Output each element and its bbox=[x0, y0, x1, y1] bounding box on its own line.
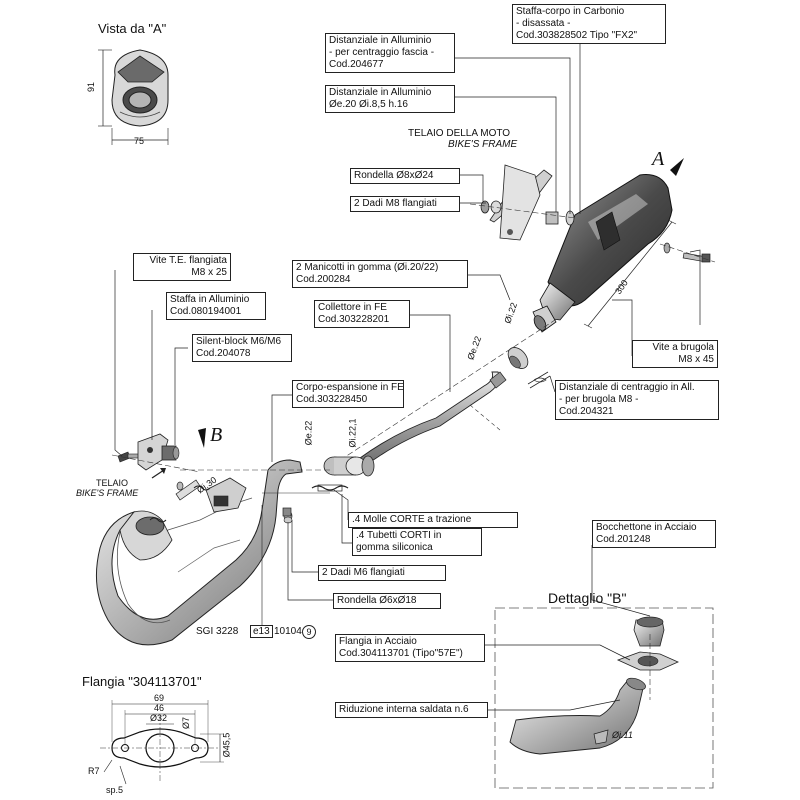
callout-line: Silent-block M6/M6 bbox=[196, 336, 282, 347]
flange-dim-sp5: sp.5 bbox=[106, 785, 124, 795]
flange-dim-hole: Ø7 bbox=[181, 716, 192, 730]
callout-collettore: Collettore in FE Cod.303228201 bbox=[314, 300, 410, 328]
flange-title: Flangia "304113701" bbox=[82, 674, 202, 689]
view-a-title: Vista da "A" bbox=[98, 21, 167, 36]
callout-line: Collettore in FE bbox=[318, 302, 387, 313]
callout-distanziale-fascia: Distanziale in Alluminio - per centraggi… bbox=[325, 33, 455, 73]
callout-line: .4 Molle CORTE a trazione bbox=[352, 514, 472, 525]
telaio-label-it: TELAIO bbox=[96, 478, 129, 488]
callout-vite-te: Vite T.E. flangiata M8 x 25 bbox=[133, 253, 231, 281]
callout-line: Distanziale in Alluminio bbox=[329, 87, 432, 98]
collector-pipe bbox=[324, 319, 556, 471]
callout-bocchettone: Bocchettone in Acciaio Cod.201248 bbox=[592, 520, 716, 548]
flange-drawing bbox=[100, 700, 224, 785]
view-a-height-dim: 91 bbox=[86, 81, 97, 93]
callout-silent-block: Silent-block M6/M6 Cod.204078 bbox=[192, 334, 292, 362]
callout-dadi-m6: 2 Dadi M6 flangiati bbox=[318, 565, 446, 581]
dim-oe22-b: Øe.22 bbox=[303, 420, 314, 446]
callout-line: M8 x 45 bbox=[678, 354, 714, 365]
leader-lines bbox=[114, 35, 701, 711]
callout-line: Cod.304113701 (Tipo"57E") bbox=[339, 648, 463, 659]
callout-line: Vite a brugola bbox=[652, 342, 714, 353]
callout-vite-brugola: Vite a brugola M8 x 45 bbox=[632, 340, 718, 368]
homologation-circle: 9 bbox=[302, 625, 316, 639]
silencer-length-dim bbox=[583, 219, 677, 329]
detail-b-title: Dettaglio "B" bbox=[548, 590, 627, 606]
flange-dim-32: Ø32 bbox=[150, 713, 168, 723]
callout-line: Cod.303228450 bbox=[296, 394, 368, 405]
flange-dim-69: 69 bbox=[154, 693, 165, 703]
detail-b-frame bbox=[494, 607, 714, 789]
nut-and-washer bbox=[282, 507, 293, 524]
homologation-number: 10104 bbox=[274, 626, 302, 637]
callout-line: - disassata - bbox=[516, 18, 571, 29]
callout-line: 2 Manicotti in gomma (Øi.20/22) bbox=[296, 262, 439, 273]
callout-rondella-6: Rondella Ø6xØ18 bbox=[333, 593, 441, 609]
callout-line: Cod.303828502 Tipo "FX2" bbox=[516, 30, 638, 41]
callout-line: 2 Dadi M6 flangiati bbox=[322, 567, 405, 578]
flange-dim-r7: R7 bbox=[88, 766, 100, 776]
callout-rondella-8: Rondella Ø8xØ24 bbox=[350, 168, 460, 184]
callout-tubetti: .4 Tubetti CORTI in gomma siliconica bbox=[352, 528, 482, 556]
homologation-prefix: SGI 3228 bbox=[196, 626, 239, 637]
callout-line: Distanziale di centraggio in All. bbox=[559, 382, 695, 393]
callout-line: Staffa in Alluminio bbox=[170, 294, 250, 305]
callout-line: Cod.204677 bbox=[329, 59, 384, 70]
callout-line: - per centraggio fascia - bbox=[329, 47, 435, 58]
callout-line: Vite T.E. flangiata bbox=[149, 255, 227, 266]
dim-oi221: Øi.22,1 bbox=[347, 418, 358, 448]
telaio-label-en: BIKE'S FRAME bbox=[76, 488, 139, 498]
upper-mounting-hardware bbox=[469, 164, 716, 263]
callout-line: gomma siliconica bbox=[356, 542, 433, 553]
callout-line: Øe.20 Øi.8,5 h.16 bbox=[329, 99, 408, 110]
callout-line: - per brugola M8 - bbox=[559, 394, 639, 405]
callout-manicotti: 2 Manicotti in gomma (Øi.20/22) Cod.2002… bbox=[292, 260, 468, 288]
callout-line: 2 Dadi M8 flangiati bbox=[354, 198, 437, 209]
view-a-endcap bbox=[98, 49, 169, 145]
homologation-emark: e13 bbox=[250, 625, 273, 638]
mark-a: A bbox=[652, 148, 665, 170]
callout-dadi-m8: 2 Dadi M8 flangiati bbox=[350, 196, 460, 212]
frame-label-it: TELAIO DELLA MOTO bbox=[408, 128, 511, 139]
callout-distanziale-centraggio: Distanziale di centraggio in All. - per … bbox=[555, 380, 719, 420]
callout-line: Riduzione interna saldata n.6 bbox=[339, 704, 469, 715]
callout-staffa-alluminio: Staffa in Alluminio Cod.080194001 bbox=[166, 292, 266, 320]
callout-molle: .4 Molle CORTE a trazione bbox=[348, 512, 518, 528]
callout-flangia-acciaio: Flangia in Acciaio Cod.304113701 (Tipo"5… bbox=[335, 634, 485, 662]
callout-line: .4 Tubetti CORTI in bbox=[356, 530, 442, 541]
callout-line: Rondella Ø6xØ18 bbox=[337, 595, 417, 606]
mark-b: B bbox=[210, 424, 223, 446]
view-a-width-dim: 75 bbox=[134, 136, 145, 146]
dim-oi11: Øi.11 bbox=[612, 730, 633, 740]
callout-line: Distanziale in Alluminio bbox=[329, 35, 432, 46]
callout-distanziale-oe: Distanziale in Alluminio Øe.20 Øi.8,5 h.… bbox=[325, 85, 455, 113]
callout-line: Rondella Ø8xØ24 bbox=[354, 170, 434, 181]
callout-line: Cod.204321 bbox=[559, 406, 614, 417]
callout-line: Staffa-corpo in Carbonio bbox=[516, 6, 625, 17]
callout-line: Cod.201248 bbox=[596, 534, 651, 545]
sleeves-and-springs bbox=[311, 455, 375, 492]
callout-riduzione: Riduzione interna saldata n.6 bbox=[335, 702, 488, 718]
silencer-body bbox=[532, 174, 673, 333]
callout-line: Cod.080194001 bbox=[170, 306, 242, 317]
frame-label-en: BIKE'S FRAME bbox=[448, 139, 518, 150]
callout-line: Cod.204078 bbox=[196, 348, 251, 359]
callout-line: Cod.200284 bbox=[296, 274, 351, 285]
callout-staffa-corpo: Staffa-corpo in Carbonio - disassata - C… bbox=[512, 4, 666, 44]
callout-line: Cod.303228201 bbox=[318, 314, 390, 325]
callout-corpo-espansione: Corpo-espansione in FE Cod.303228450 bbox=[292, 380, 404, 408]
flange-dim-455: Ø45,5 bbox=[221, 732, 232, 758]
callout-line: Corpo-espansione in FE bbox=[296, 382, 404, 393]
left-mounting-hardware bbox=[111, 433, 201, 479]
callout-line: M8 x 25 bbox=[191, 267, 227, 278]
flange-dim-46: 46 bbox=[154, 703, 165, 713]
callout-line: Bocchettone in Acciaio bbox=[596, 522, 697, 533]
callout-line: Flangia in Acciaio bbox=[339, 636, 417, 647]
